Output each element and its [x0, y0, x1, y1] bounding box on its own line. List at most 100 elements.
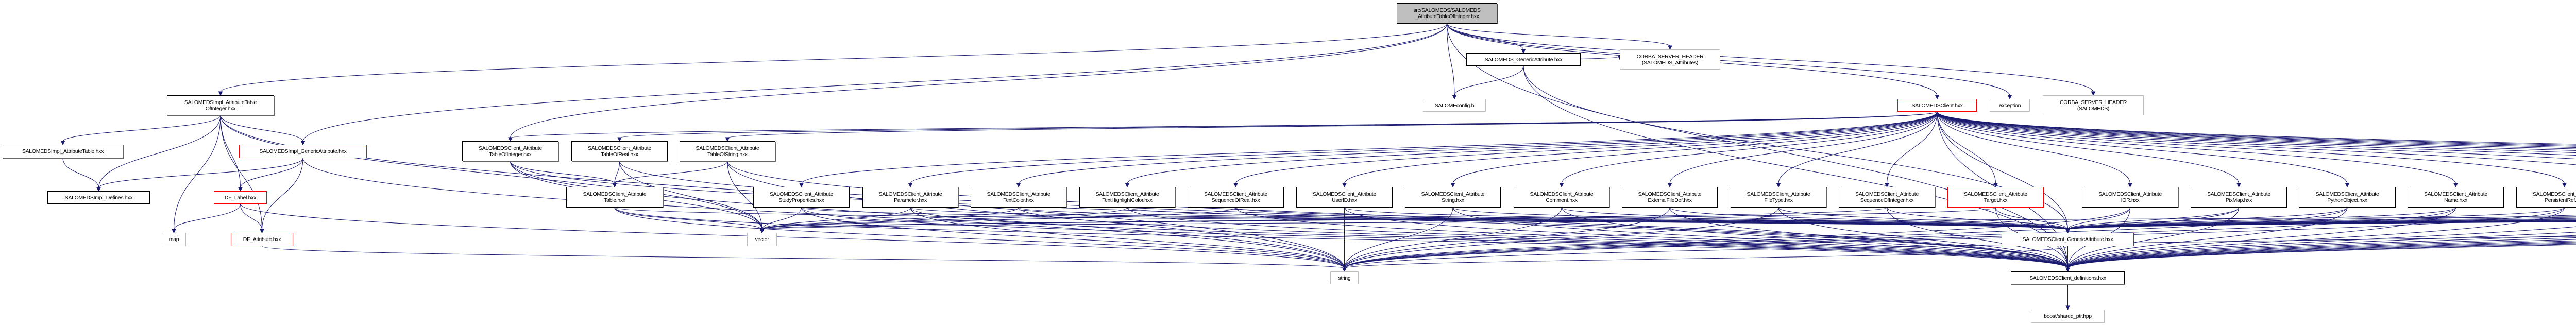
arrowhead-icon: [2065, 305, 2070, 311]
edge-c_parameter-to-string: [910, 207, 1345, 269]
edge-c_opened-to-c_defs: [2067, 244, 2576, 269]
edge-client-to-c_tablestr: [727, 111, 1938, 139]
edge-c_localid-to-c_generic: [2067, 221, 2576, 230]
arrowhead-icon: [1521, 49, 1526, 54]
graph-node-c-parameter[interactable]: SALOMEDSClient_Attribute Parameter.hxx: [862, 187, 958, 208]
arrowhead-icon: [60, 141, 65, 146]
graph-node-client[interactable]: SALOMEDSClient.hxx: [1897, 99, 1977, 112]
graph-node-c-table[interactable]: SALOMEDSClient_Attribute Table.hxx: [566, 187, 663, 208]
edge-client-to-c_treenode: [1937, 111, 2576, 147]
edge-root-to-impl_generic: [302, 23, 1447, 142]
edge-impl_tableint-to-df_label: [220, 115, 241, 188]
graph-node-c-defs[interactable]: SALOMEDSClient_definitions.hxx: [2011, 271, 2125, 284]
edge-c_texthl-to-vector: [761, 207, 1128, 230]
graph-node-c-textcolor[interactable]: SALOMEDSClient_Attribute TextColor.hxx: [971, 187, 1066, 208]
graph-node-string[interactable]: string: [1330, 271, 1359, 284]
edge-c_pyobj-to-c_generic: [2067, 207, 2348, 230]
graph-node-impl-defines[interactable]: SALOMEDSImpl_Defines.hxx: [47, 191, 150, 204]
graph-node-c-persref[interactable]: SALOMEDSClient_Attribute PersistentRef.h…: [2516, 187, 2576, 208]
edge-c_textcolor-to-vector: [761, 207, 1019, 230]
arrowhead-icon: [2128, 183, 2132, 188]
arrowhead-icon: [300, 141, 306, 146]
graph-node-c-seqint[interactable]: SALOMEDSClient_Attribute SequenceOfInteg…: [1839, 187, 1935, 208]
arrowhead-icon: [1885, 183, 1889, 188]
edge-client-to-c_parameter: [910, 111, 1938, 184]
graph-node-c-generic[interactable]: SALOMEDSClient_GenericAttribute.hxx: [2002, 233, 2134, 246]
arrowhead-icon: [2091, 91, 2096, 96]
graph-node-c-string[interactable]: SALOMEDSClient_Attribute String.hxx: [1405, 187, 1501, 208]
graph-node-c-tablereal[interactable]: SALOMEDSClient_Attribute TableOfReal.hxx: [571, 141, 668, 161]
graph-node-c-seqreal[interactable]: SALOMEDSClient_Attribute SequenceOfReal.…: [1188, 187, 1284, 208]
edge-c_integer-to-c_defs: [2067, 242, 2576, 269]
edge-c_tablereal-to-vector: [619, 161, 762, 230]
edge-df_label-to-map: [174, 203, 241, 230]
edge-c_ior-to-string: [1344, 207, 2130, 269]
edge-client-to-c_localid: [1937, 111, 2576, 145]
edge-c_selectable-to-c_defs: [2067, 237, 2576, 269]
graph-node-root[interactable]: src/SALOMEDS/SALOMEDS _AttributeTableOfI…: [1397, 3, 1497, 24]
graph-node-c-tablestr[interactable]: SALOMEDSClient_Attribute TableOfString.h…: [680, 141, 775, 161]
edge-c_treenode-to-string: [1344, 236, 2576, 269]
graph-node-corba-attrs[interactable]: CORBA_SERVER_HEADER (SALOMEDS_Attributes…: [1620, 49, 1720, 70]
edge-c_filetype-to-c_defs: [1778, 207, 2068, 269]
edge-client-to-c_expandable: [1937, 111, 2576, 156]
edge-c_string-to-c_generic: [1452, 207, 2068, 230]
edge-c_flags-to-c_defs: [2067, 239, 2576, 269]
edge-c_generic-to-string: [1344, 246, 2068, 269]
graph-node-df-attr[interactable]: DF_Attribute.hxx: [231, 233, 293, 246]
graph-node-impl-table[interactable]: SALOMEDSImpl_AttributeTable.hxx: [3, 145, 123, 158]
graph-node-impl-generic[interactable]: SALOMEDSImpl_GenericAttribute.hxx: [239, 145, 367, 158]
edge-impl_generic-to-impl_defines: [98, 158, 303, 188]
graph-node-c-extfile[interactable]: SALOMEDSClient_Attribute ExternalFileDef…: [1622, 187, 1718, 208]
arrowhead-icon: [908, 183, 913, 188]
arrowhead-icon: [2562, 183, 2567, 188]
edge-client-to-c_extfile: [1669, 111, 1938, 184]
arrowhead-icon: [612, 183, 617, 188]
edge-c_table-to-c_defs: [614, 207, 2068, 269]
edge-client-to-c_drawable: [1937, 111, 2576, 160]
arrowhead-icon: [2065, 267, 2070, 272]
graph-node-generic-attr[interactable]: SALOMEDS_GenericAttribute.hxx: [1466, 53, 1581, 66]
edge-c_real-to-c_defs: [2067, 226, 2576, 269]
graph-node-c-filetype[interactable]: SALOMEDSClient_Attribute FileType.hxx: [1731, 187, 1826, 208]
edge-c_ior-to-c_generic: [2067, 207, 2130, 230]
edge-client-to-c_comment: [1561, 111, 1938, 184]
edge-client-to-c_pyobj: [1937, 111, 2348, 184]
graph-node-c-target[interactable]: SALOMEDSClient_Attribute Target.hxx: [1947, 187, 2044, 208]
graph-node-corba-salomeds[interactable]: CORBA_SERVER_HEADER (SALOMEDS): [2043, 95, 2144, 115]
graph-node-c-comment[interactable]: SALOMEDSClient_Attribute Comment.hxx: [1514, 187, 1609, 208]
edge-c_comment-to-c_generic: [1561, 207, 2068, 230]
edge-impl_tableint-to-df_attr: [220, 115, 262, 230]
graph-node-c-name[interactable]: SALOMEDSClient_Attribute Name.hxx: [2408, 187, 2504, 208]
graph-node-impl-tableint[interactable]: SALOMEDSImpl_AttributeTable OfInteger.hx…: [167, 95, 274, 115]
edge-c_studyprops-to-vector: [761, 207, 802, 230]
edge-c_tableint-to-c_table: [510, 161, 615, 184]
edge-impl_generic-to-string: [302, 158, 1345, 269]
graph-node-map[interactable]: map: [162, 233, 186, 246]
graph-node-c-userid[interactable]: SALOMEDSClient_Attribute UserID.hxx: [1296, 187, 1393, 208]
graph-node-salomeconfig[interactable]: SALOMEconfig.h: [1423, 99, 1486, 112]
graph-node-c-studyprops[interactable]: SALOMEDSClient_Attribute StudyProperties…: [753, 187, 850, 208]
edge-c_tableint-to-c_defs: [510, 161, 2068, 269]
edge-c_tablereal-to-c_defs: [619, 161, 2068, 269]
graph-node-boost-ptr[interactable]: boost/shared_ptr.hpp: [2031, 310, 2105, 323]
edge-client-to-c_studyprops: [801, 111, 1938, 184]
edge-client-to-c_selectable: [1937, 111, 2576, 153]
edge-root-to-c_tableint: [510, 23, 1447, 139]
arrowhead-icon: [1233, 183, 1238, 188]
graph-node-c-pixmap[interactable]: SALOMEDSClient_Attribute PixMap.hxx: [2191, 187, 2287, 208]
graph-node-vector[interactable]: vector: [747, 233, 777, 246]
edge-c_name-to-c_generic: [2067, 207, 2456, 230]
edge-root-to-c_defs: [1447, 23, 2068, 269]
edge-c_seqint-to-c_defs: [1887, 207, 2068, 269]
edge-client-to-c_filetype: [1778, 111, 1938, 184]
graph-node-c-ior[interactable]: SALOMEDSClient_Attribute IOR.hxx: [2082, 187, 2178, 208]
graph-node-exception[interactable]: exception: [1990, 99, 2030, 112]
edge-generic_attr-to-salomeconfig: [1454, 65, 1524, 96]
graph-node-df-label[interactable]: DF_Label.hxx: [214, 191, 267, 204]
graph-node-c-texthl[interactable]: SALOMEDSClient_Attribute TextHighlightCo…: [1079, 187, 1175, 208]
arrowhead-icon: [238, 187, 243, 192]
graph-node-c-pyobj[interactable]: SALOMEDSClient_Attribute PythonObject.hx…: [2299, 187, 2396, 208]
graph-node-c-tableint[interactable]: SALOMEDSClient_Attribute TableOfInteger.…: [462, 141, 558, 161]
edge-client-to-c_opened: [1937, 111, 2576, 146]
